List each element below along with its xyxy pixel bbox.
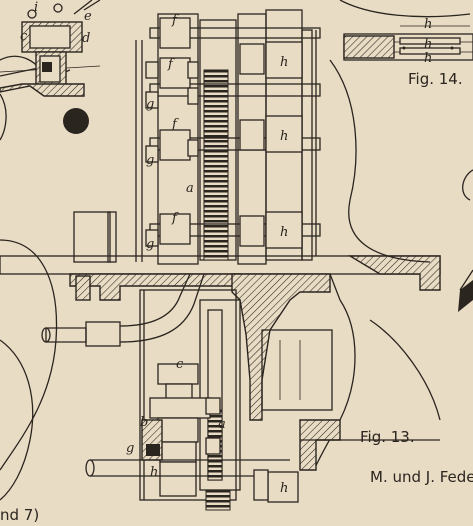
label-h-fig14-2: h — [424, 37, 432, 52]
edge-fragment-text: nd 7) — [0, 506, 39, 524]
left-circle-arc — [0, 239, 58, 471]
curved-pipe — [41, 273, 205, 347]
label-f-1: f — [171, 13, 179, 28]
right-pointer — [458, 280, 473, 312]
label-g-1: g — [146, 97, 154, 112]
author-credit: M. und J. Fede — [370, 468, 473, 486]
label-f-4: f — [171, 211, 179, 226]
fig14-caption: Fig. 14. — [408, 70, 463, 88]
label-f-3: f — [171, 117, 179, 132]
label-c-top: c — [20, 29, 28, 44]
label-g-4: g — [126, 441, 134, 456]
label-g-2: g — [146, 153, 154, 168]
label-i: i — [34, 0, 38, 15]
label-h-4: h — [150, 465, 158, 480]
upper-left-detail — [0, 0, 101, 141]
label-f-2: f — [167, 57, 175, 72]
label-d-top: d — [82, 31, 90, 46]
label-a-1: a — [186, 181, 194, 196]
label-h-fig14-1: h — [424, 17, 432, 32]
lower-casting — [231, 59, 441, 471]
label-h-5: h — [280, 481, 288, 496]
label-b: b — [140, 415, 148, 430]
label-h-fig14-3: h — [424, 51, 432, 66]
right-arc — [462, 169, 473, 201]
lower-assembly — [85, 289, 299, 511]
label-g-3: g — [146, 237, 154, 252]
label-h-1: h — [280, 55, 288, 70]
label-e: e — [84, 9, 92, 24]
part-labels: i e c d f f g f g a f g h h h c b a g h … — [20, 0, 432, 496]
label-h-2: h — [280, 129, 288, 144]
main-frame — [0, 9, 321, 265]
label-c-bottom: c — [176, 357, 184, 372]
label-h-3: h — [280, 225, 288, 240]
base-plate — [0, 255, 441, 301]
label-a-2: a — [218, 417, 226, 432]
hole — [63, 108, 89, 134]
fig13-caption: Fig. 13. — [360, 428, 415, 446]
fig14-detail — [339, 0, 473, 61]
